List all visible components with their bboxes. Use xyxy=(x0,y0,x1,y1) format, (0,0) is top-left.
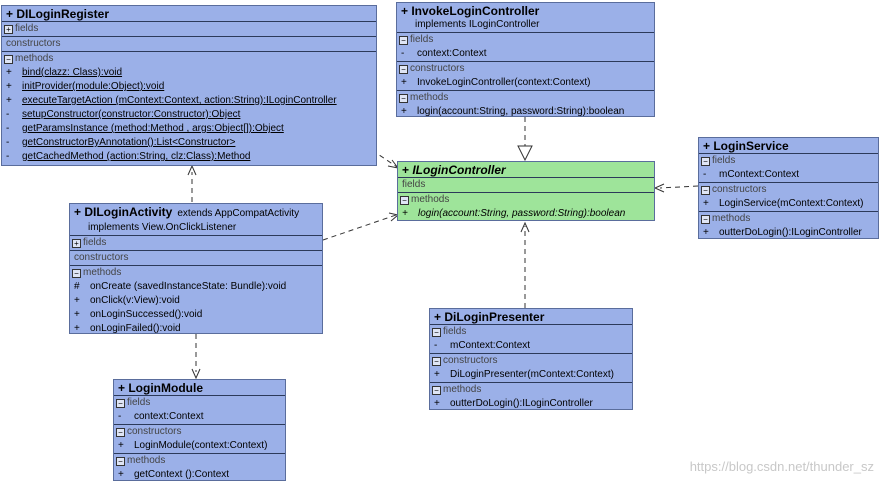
constructor-row: +InvokeLoginController(context:Context) xyxy=(401,77,591,88)
collapse-icon[interactable]: − xyxy=(432,357,441,366)
class-dilogin-activity[interactable]: + DILoginActivity extends AppCompatActivi… xyxy=(69,203,323,334)
implements-label: implements View.OnClickListener xyxy=(88,222,237,233)
constructor-row: +DiLoginPresenter(mContext:Context) xyxy=(434,369,614,380)
method-row: +login(account:String, password:String):… xyxy=(401,106,625,117)
collapse-icon[interactable]: − xyxy=(116,399,125,408)
collapse-icon[interactable]: − xyxy=(399,36,408,45)
methods-section[interactable]: −methods xyxy=(70,265,322,280)
class-dilogin-register[interactable]: + DILoginRegister +fields constructors −… xyxy=(1,5,377,166)
collapse-icon[interactable]: − xyxy=(116,428,125,437)
class-title: LoginModule xyxy=(128,381,203,395)
method-row: +bind(clazz: Class):void xyxy=(6,67,123,78)
constructors-section[interactable]: −constructors xyxy=(114,424,285,439)
collapse-icon[interactable]: − xyxy=(116,457,125,466)
fields-section[interactable]: +fields xyxy=(2,21,376,36)
methods-section[interactable]: −methods xyxy=(430,382,632,397)
method-row: +initProvider(module:Object):void xyxy=(6,81,165,92)
method-row: +onLoginSuccessed():void xyxy=(74,309,203,320)
extends-label: extends AppCompatActivity xyxy=(177,208,300,219)
collapse-icon[interactable]: − xyxy=(399,65,408,74)
arrowhead-module xyxy=(191,368,201,380)
class-login-service[interactable]: + LoginService −fields -mContext:Context… xyxy=(698,137,879,239)
constructors-section[interactable]: constructors xyxy=(70,250,322,265)
method-row: -getConstructorByAnnotation():List<Const… xyxy=(6,137,236,148)
constructor-row: +LoginService(mContext:Context) xyxy=(703,198,864,209)
method-row: +getContext ():Context xyxy=(118,469,230,480)
field-row: -context:Context xyxy=(401,48,487,59)
collapse-icon[interactable]: − xyxy=(701,186,710,195)
fields-section[interactable]: −fields xyxy=(699,153,878,168)
constructors-section[interactable]: constructors xyxy=(2,36,376,51)
collapse-icon[interactable]: − xyxy=(701,157,710,166)
field-row: -mContext:Context xyxy=(434,340,531,351)
method-row: +outterDoLogin():ILoginController xyxy=(434,398,593,409)
methods-section[interactable]: −methods xyxy=(398,192,654,207)
method-row: +onClick(v:View):void xyxy=(74,295,180,306)
collapse-icon[interactable]: − xyxy=(701,215,710,224)
collapse-icon[interactable]: − xyxy=(399,94,408,103)
constructors-section[interactable]: −constructors xyxy=(430,353,632,368)
watermark: https://blog.csdn.net/thunder_sz xyxy=(689,459,874,474)
class-title: DILoginActivity xyxy=(84,205,173,219)
method-row: #onCreate (savedInstanceState: Bundle):v… xyxy=(74,281,287,292)
class-title: DILoginRegister xyxy=(16,7,110,21)
collapse-icon[interactable]: − xyxy=(432,328,441,337)
methods-section[interactable]: −methods xyxy=(2,51,376,66)
constructors-section[interactable]: −constructors xyxy=(397,61,654,76)
fields-section[interactable]: −fields xyxy=(430,324,632,339)
expand-icon[interactable]: + xyxy=(72,239,81,248)
fields-section[interactable]: −fields xyxy=(397,32,654,47)
collapse-icon[interactable]: − xyxy=(432,386,441,395)
expand-icon[interactable]: + xyxy=(4,25,13,34)
arrowhead-service xyxy=(653,183,665,193)
class-title: InvokeLoginController xyxy=(411,4,540,18)
methods-section[interactable]: −methods xyxy=(397,90,654,105)
method-row: +login(account:String, password:String):… xyxy=(402,208,626,219)
arrowhead-activity-register xyxy=(187,164,197,176)
class-dilogin-presenter[interactable]: + DiLoginPresenter −fields -mContext:Con… xyxy=(429,308,633,410)
realization-arrowhead xyxy=(517,145,533,162)
class-title: ILoginController xyxy=(412,163,506,177)
method-row: -setupConstructor(constructor:Constructo… xyxy=(6,109,241,120)
collapse-icon[interactable]: − xyxy=(4,55,13,64)
field-row: -context:Context xyxy=(118,411,204,422)
class-login-module[interactable]: + LoginModule −fields -context:Context −… xyxy=(113,379,286,481)
constructor-row: +LoginModule(context:Context) xyxy=(118,440,268,451)
class-title: LoginService xyxy=(713,139,789,153)
fields-section[interactable]: −fields xyxy=(114,395,285,410)
method-row: -getCachedMethod (action:String, clz:Cla… xyxy=(6,151,251,162)
method-row: -getParamsInstance (method:Method , args… xyxy=(6,123,284,134)
method-row: +outterDoLogin():ILoginController xyxy=(703,227,862,238)
interface-ilogin-controller[interactable]: + ILoginController fields −methods +logi… xyxy=(397,161,655,221)
dependency-service-to-ilogin xyxy=(659,185,699,189)
fields-section[interactable]: +fields xyxy=(70,235,322,250)
class-title: DiLoginPresenter xyxy=(444,310,545,324)
methods-section[interactable]: −methods xyxy=(699,211,878,226)
dependency-activity-to-ilogin xyxy=(322,214,397,241)
fields-section[interactable]: fields xyxy=(398,177,654,192)
method-row: +onLoginFailed():void xyxy=(74,323,181,334)
methods-section[interactable]: −methods xyxy=(114,453,285,468)
collapse-icon[interactable]: − xyxy=(72,269,81,278)
collapse-icon[interactable]: − xyxy=(400,196,409,205)
method-row: +executeTargetAction (mContext:Context, … xyxy=(6,95,337,106)
arrowhead-presenter xyxy=(520,221,530,233)
class-invoke-login-controller[interactable]: + InvokeLoginController implements ILogi… xyxy=(396,2,655,117)
constructors-section[interactable]: −constructors xyxy=(699,182,878,197)
field-row: -mContext:Context xyxy=(703,169,800,180)
implements-label: implements ILoginController xyxy=(415,19,540,30)
